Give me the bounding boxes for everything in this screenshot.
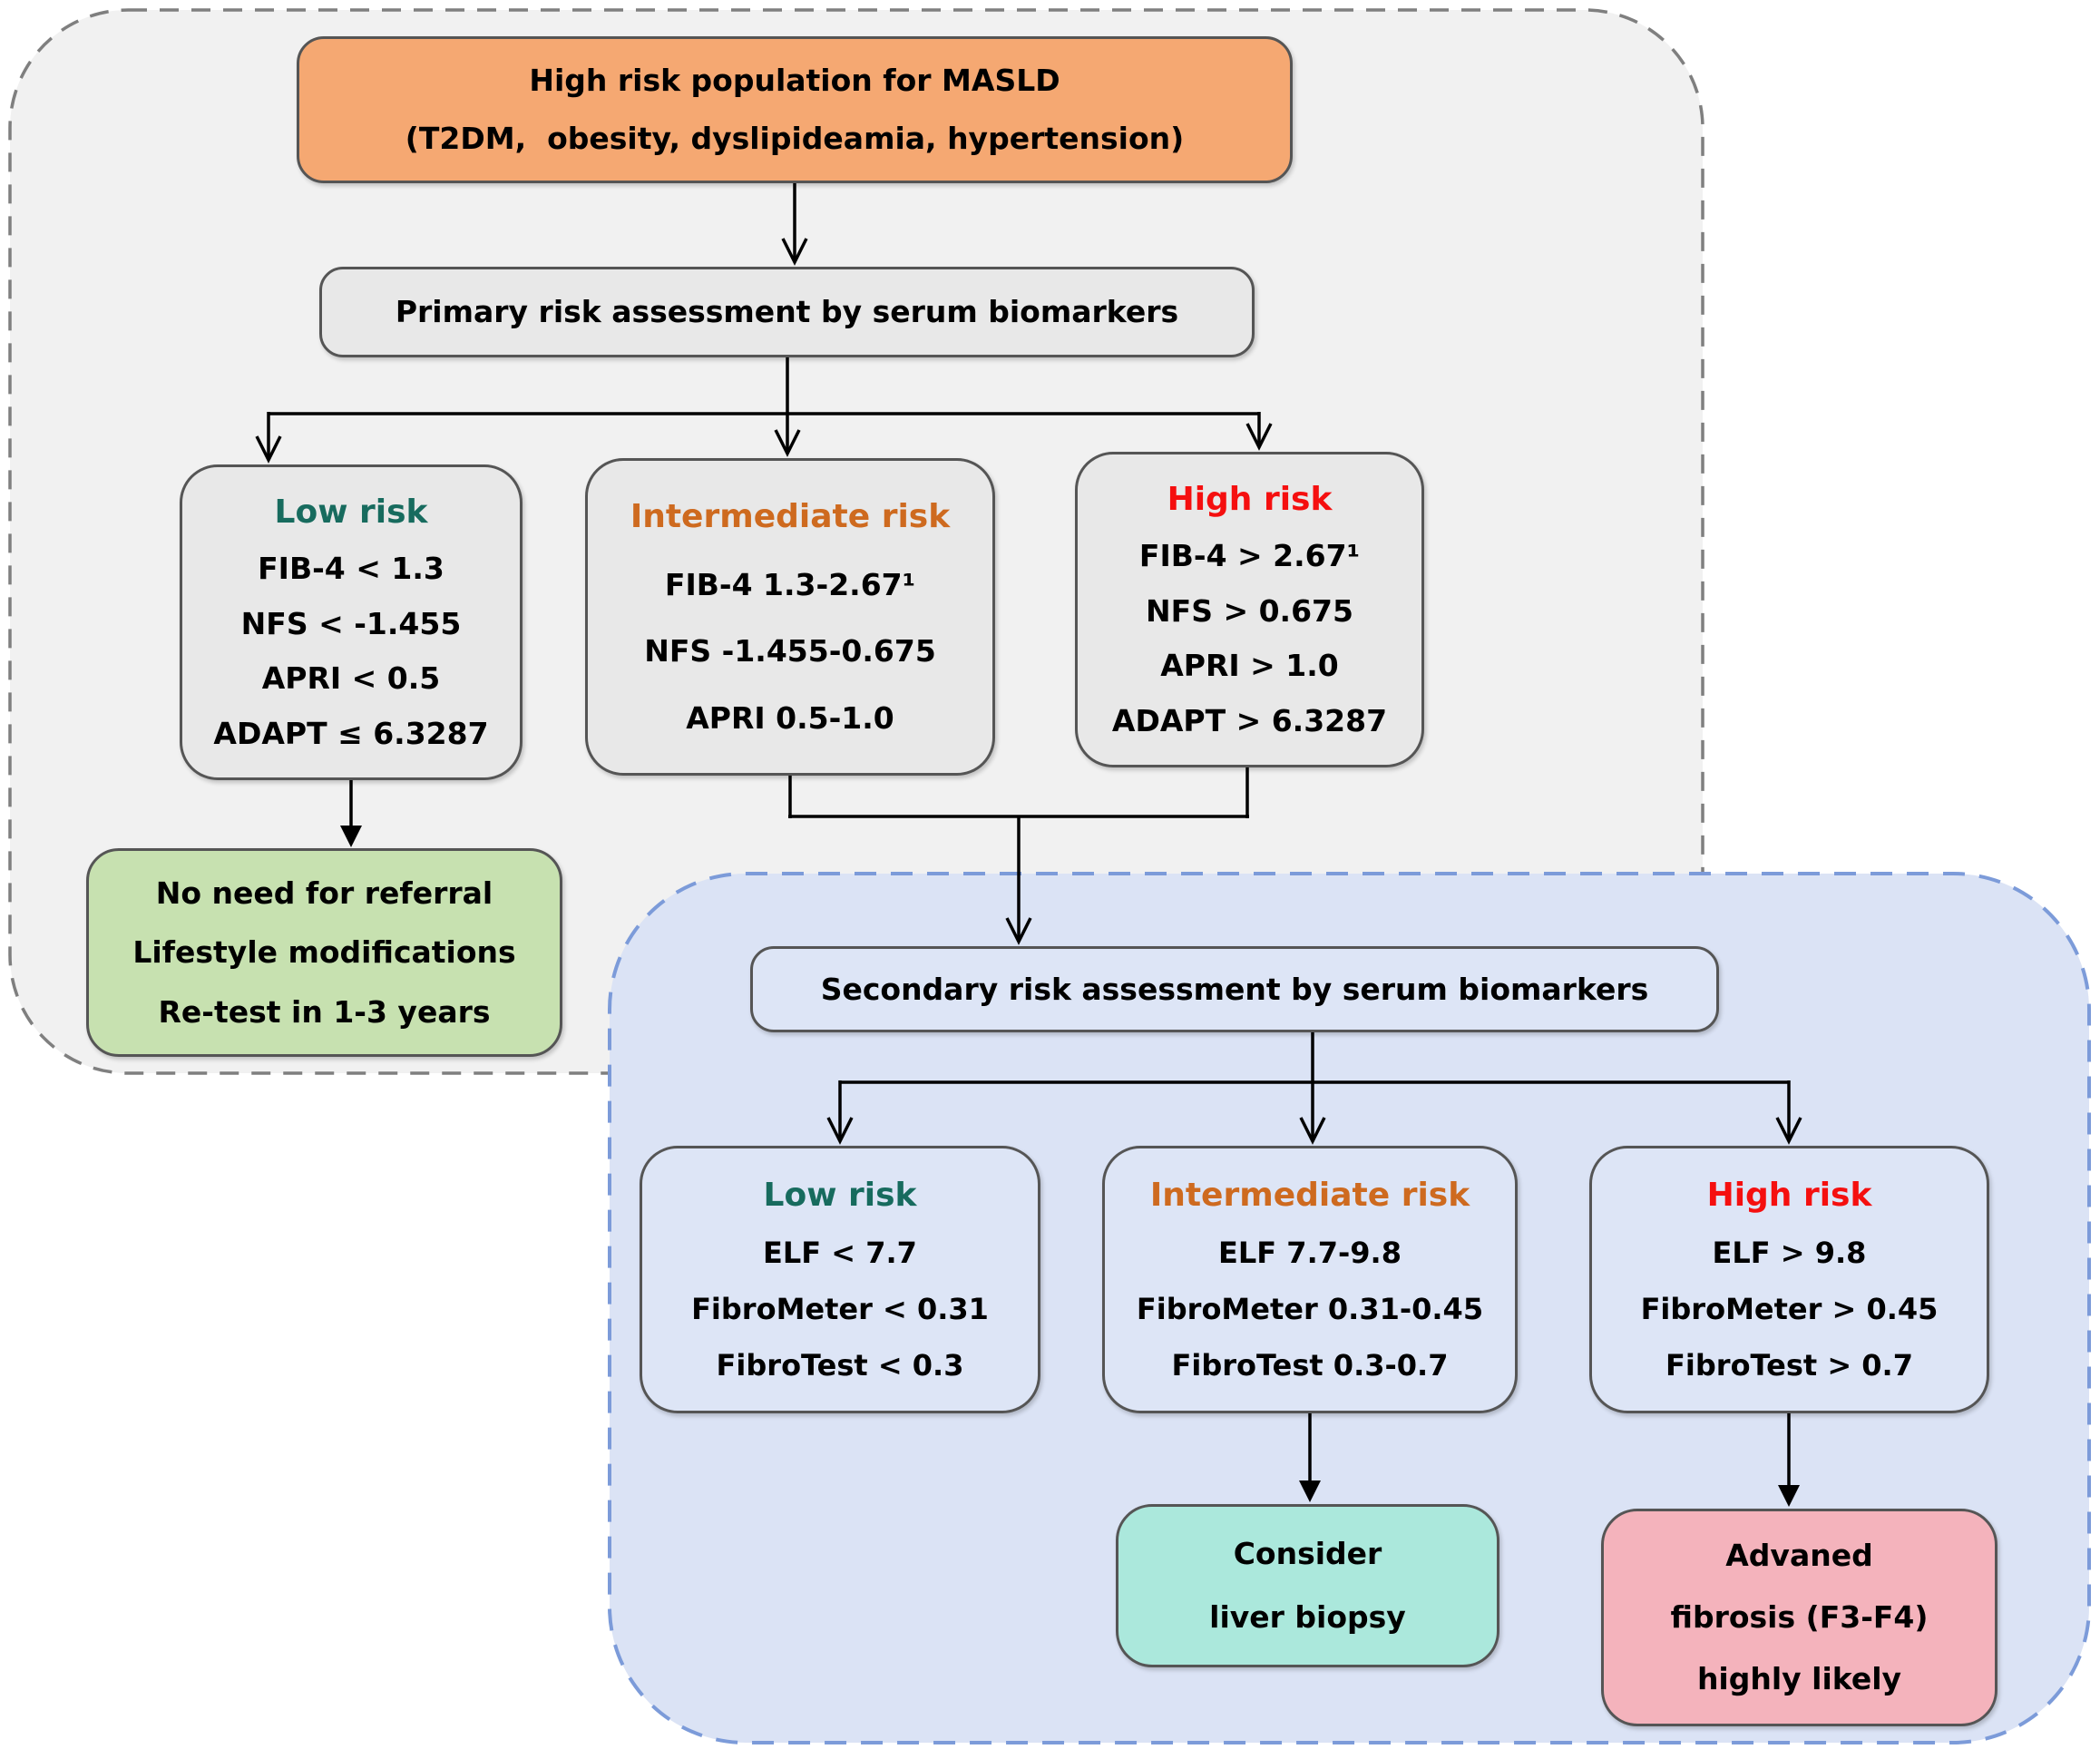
box-title: High risk xyxy=(1706,1177,1872,1215)
outcome-line: Advaned xyxy=(1725,1538,1873,1574)
box-title: Low risk xyxy=(763,1177,917,1215)
outcome-line: fibrosis (F3-F4) xyxy=(1670,1599,1929,1636)
header-label: Secondary risk assessment by serum bioma… xyxy=(820,971,1649,1007)
box-title: Low risk xyxy=(274,493,428,531)
criteria-line: FIB-4 1.3-2.67¹ xyxy=(664,567,916,603)
merge-to-secondary-assessment xyxy=(788,767,1249,945)
criteria-line: NFS > 0.675 xyxy=(1146,592,1353,629)
criteria-line: ELF < 7.7 xyxy=(763,1236,917,1271)
branch-primary-to-risk-boxes xyxy=(255,357,1273,464)
primary-high-risk-box: High risk FIB-4 > 2.67¹ NFS > 0.675 APRI… xyxy=(1075,452,1424,767)
criteria-line: NFS -1.455-0.675 xyxy=(644,633,936,669)
outcome-line: Re-test in 1-3 years xyxy=(158,993,491,1030)
outcome-line: Consider xyxy=(1233,1535,1382,1571)
criteria-line: ADAPT ≤ 6.3287 xyxy=(213,716,489,752)
criteria-line: FibroMeter 0.31-0.45 xyxy=(1136,1292,1484,1327)
arrow-intermediate-to-biopsy xyxy=(1299,1413,1321,1502)
arrow-low-to-no-referral xyxy=(340,780,362,847)
primary-intermediate-risk-box: Intermediate risk FIB-4 1.3-2.67¹ NFS -1… xyxy=(585,458,995,776)
primary-low-risk-box: Low risk FIB-4 < 1.3 NFS < -1.455 APRI <… xyxy=(180,464,523,780)
criteria-line: FibroTest 0.3-0.7 xyxy=(1171,1348,1449,1383)
box-title: High risk xyxy=(1167,480,1333,518)
criteria-line: FibroMeter < 0.31 xyxy=(691,1292,989,1327)
advanced-fibrosis-box: Advaned fibrosis (F3-F4) highly likely xyxy=(1601,1509,1997,1726)
outcome-line: highly likely xyxy=(1696,1661,1902,1697)
secondary-assessment-header: Secondary risk assessment by serum bioma… xyxy=(750,946,1719,1032)
header-label: Primary risk assessment by serum biomark… xyxy=(395,294,1179,330)
secondary-high-risk-box: High risk ELF > 9.8 FibroMeter > 0.45 Fi… xyxy=(1589,1146,1989,1413)
secondary-intermediate-risk-box: Intermediate risk ELF 7.7-9.8 FibroMeter… xyxy=(1102,1146,1518,1413)
outcome-line: No need for referral xyxy=(155,875,493,911)
population-line: (T2DM, obesity, dyslipideamia, hypertens… xyxy=(405,121,1185,157)
box-title: Intermediate risk xyxy=(1149,1177,1470,1215)
criteria-line: ADAPT > 6.3287 xyxy=(1111,703,1388,739)
outcome-line: liver biopsy xyxy=(1209,1599,1406,1636)
no-referral-outcome-box: No need for referral Lifestyle modificat… xyxy=(86,848,562,1057)
criteria-line: FIB-4 > 2.67¹ xyxy=(1138,537,1361,573)
population-line: High risk population for MASLD xyxy=(529,62,1060,98)
criteria-line: FibroTest < 0.3 xyxy=(716,1348,964,1383)
criteria-line: APRI < 0.5 xyxy=(261,660,441,697)
criteria-line: APRI > 1.0 xyxy=(1160,648,1339,684)
consider-liver-biopsy-box: Consider liver biopsy xyxy=(1116,1504,1499,1667)
high-risk-population-box: High risk population for MASLD (T2DM, ob… xyxy=(297,36,1293,183)
criteria-line: ELF > 9.8 xyxy=(1712,1236,1867,1271)
criteria-line: ELF 7.7-9.8 xyxy=(1218,1236,1402,1271)
primary-assessment-header: Primary risk assessment by serum biomark… xyxy=(319,267,1255,357)
box-title: Intermediate risk xyxy=(630,498,951,536)
secondary-low-risk-box: Low risk ELF < 7.7 FibroMeter < 0.31 Fib… xyxy=(640,1146,1040,1413)
outcome-line: Lifestyle modifications xyxy=(132,934,516,971)
criteria-line: APRI 0.5-1.0 xyxy=(686,699,894,736)
criteria-line: FibroTest > 0.7 xyxy=(1665,1348,1913,1383)
branch-secondary-to-risk-boxes xyxy=(826,1032,1802,1145)
criteria-line: FibroMeter > 0.45 xyxy=(1640,1292,1939,1327)
criteria-line: NFS < -1.455 xyxy=(240,605,462,641)
arrow-population-to-primary xyxy=(781,183,808,266)
arrow-high-to-fibrosis xyxy=(1778,1413,1800,1507)
criteria-line: FIB-4 < 1.3 xyxy=(258,550,444,586)
